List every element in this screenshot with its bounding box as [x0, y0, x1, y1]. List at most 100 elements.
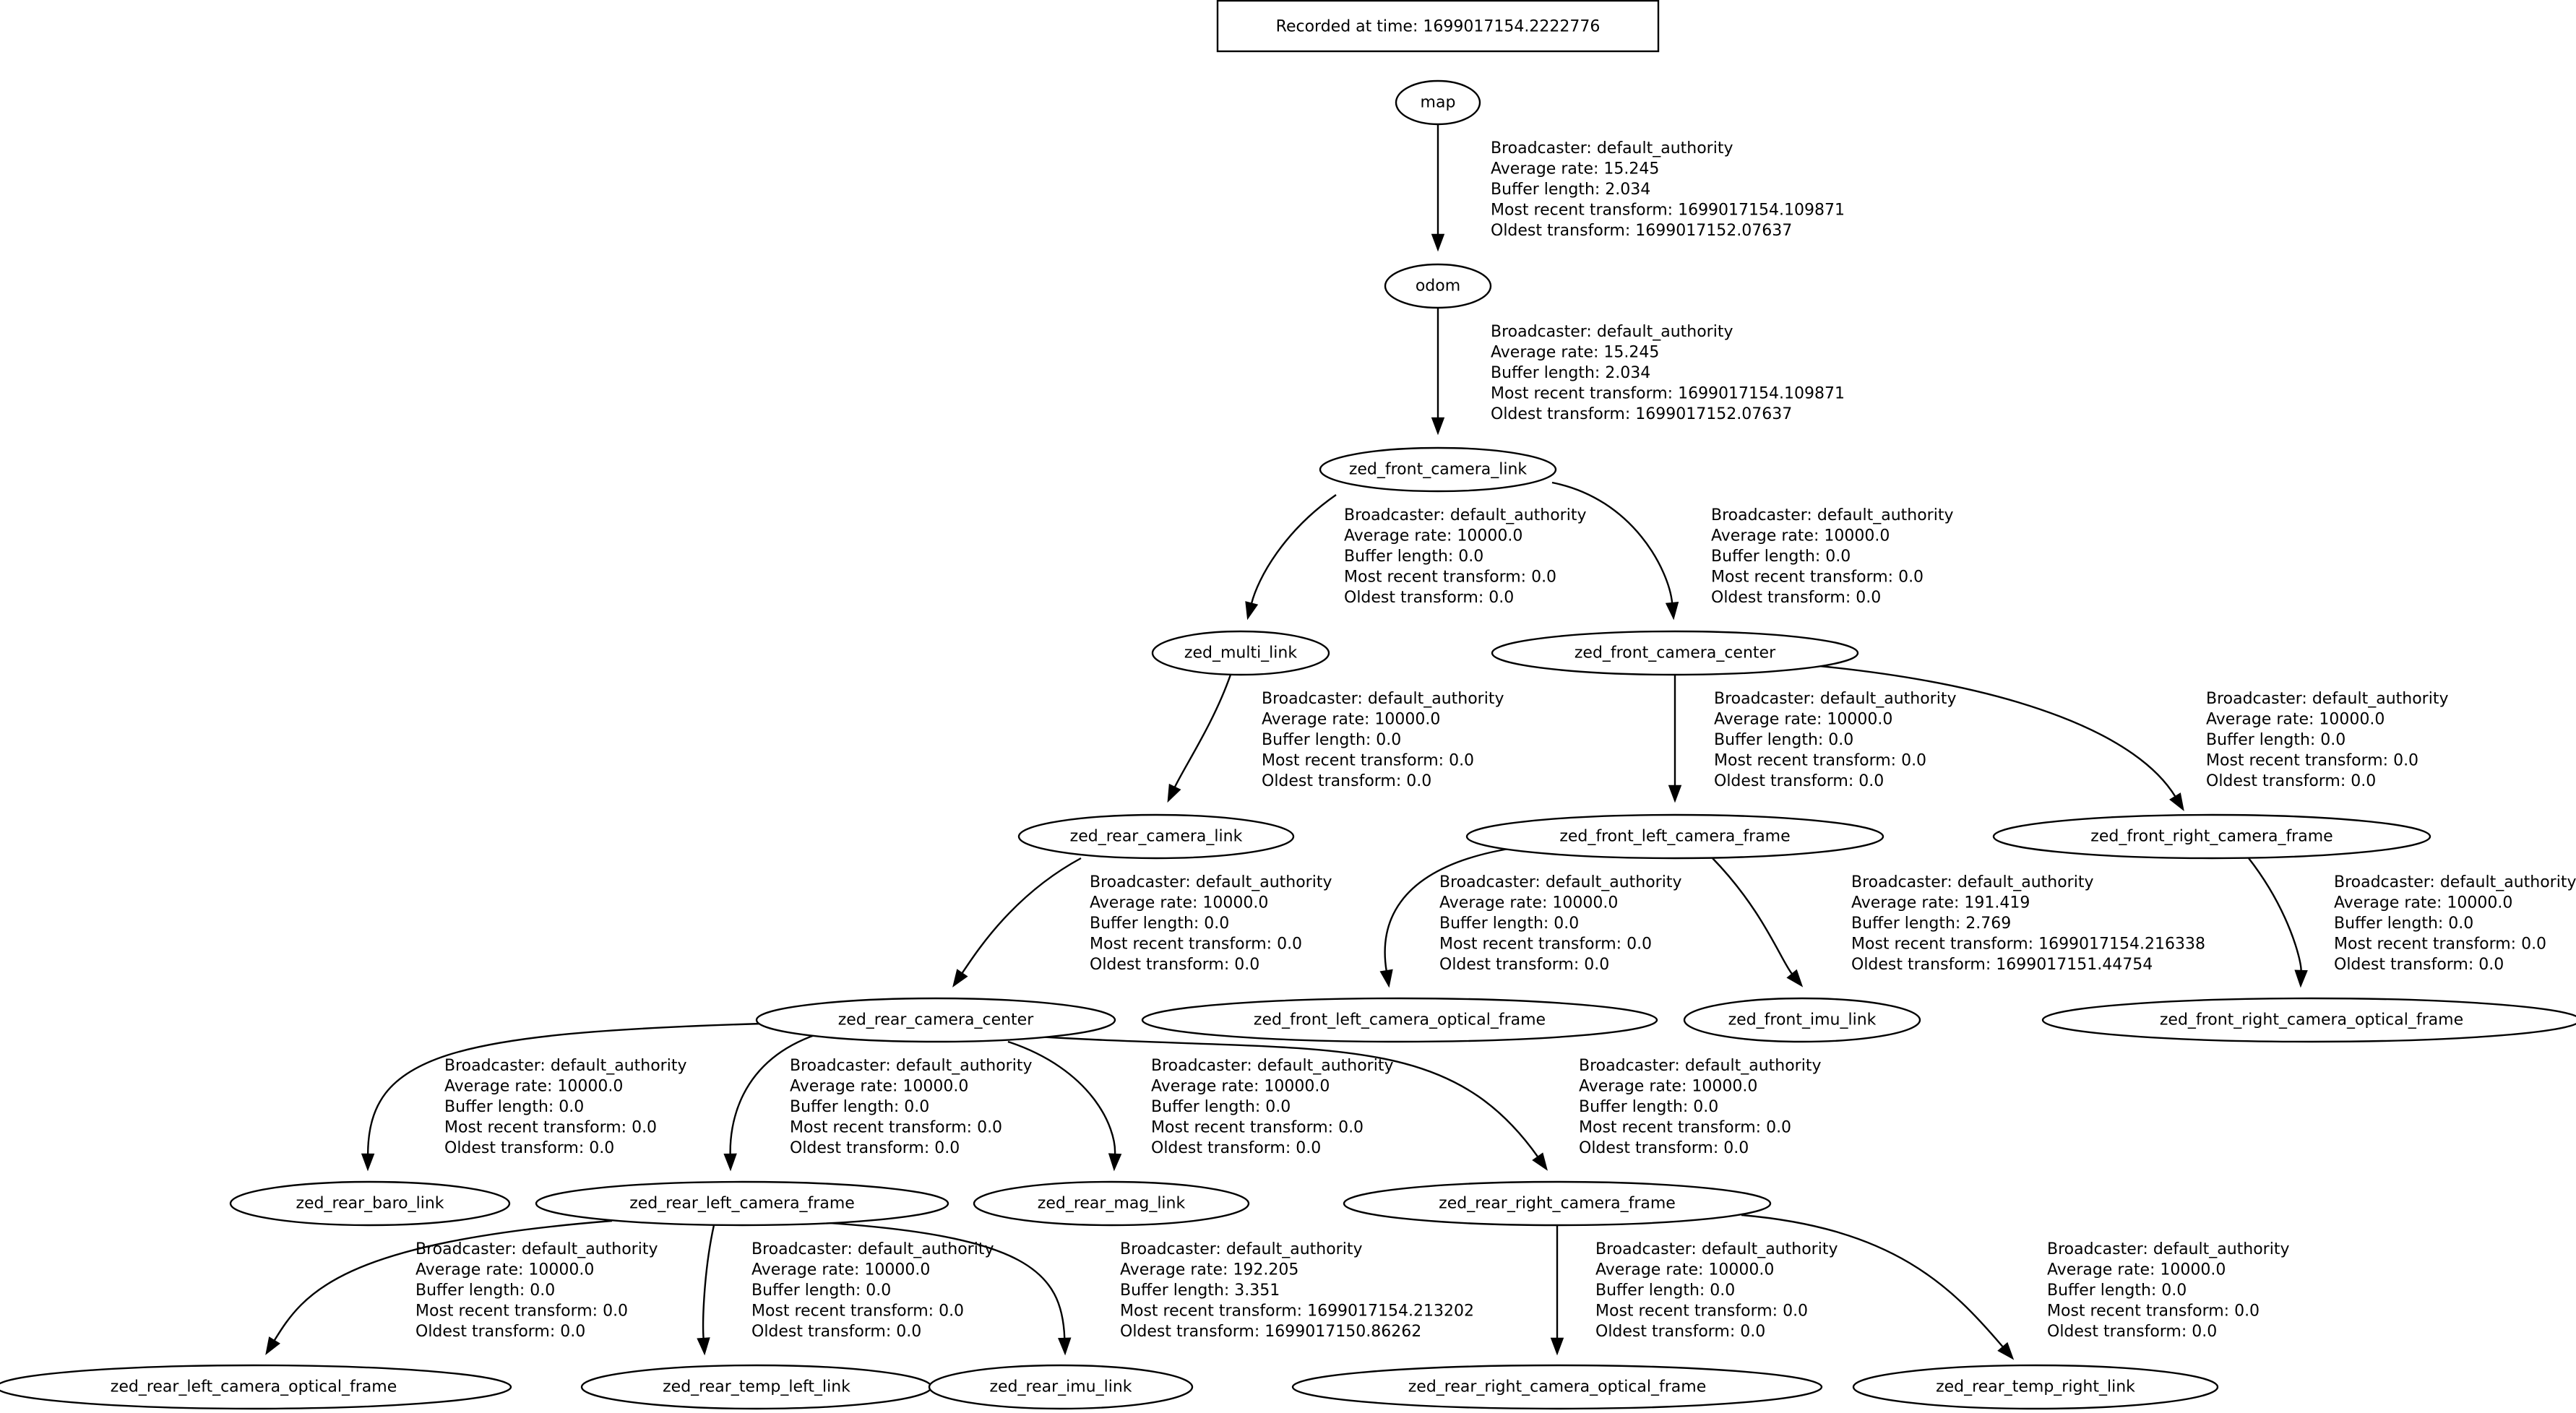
node-zed_front_right_camera_frame: zed_front_right_camera_frame — [1992, 813, 2431, 860]
arrowhead — [697, 1337, 710, 1356]
edge-line — [961, 857, 1082, 975]
arrowhead — [1245, 601, 1259, 621]
edge-label-line: Average rate: 10000.0 — [2047, 1261, 2226, 1279]
edge-label-line: Broadcaster: default_authority — [1090, 873, 1332, 891]
edge-label-line: Broadcaster: default_authority — [2334, 873, 2576, 891]
node-zed_front_imu_link: zed_front_imu_link — [1683, 997, 1921, 1043]
edge-label-line: Buffer length: 0.0 — [444, 1098, 584, 1116]
node-zed_front_camera_link: zed_front_camera_link — [1319, 446, 1557, 493]
edge-line — [1741, 1214, 2004, 1348]
arrowhead — [1786, 969, 1804, 988]
node-ellipse — [973, 1180, 1250, 1227]
node-ellipse — [1343, 1180, 1772, 1227]
edge-line — [729, 1033, 817, 1155]
node-label: zed_rear_temp_right_link — [1936, 1378, 2135, 1396]
node-label: zed_rear_imu_link — [989, 1378, 1132, 1396]
node-zed_rear_right_camera_frame: zed_rear_right_camera_frame — [1343, 1180, 1772, 1227]
edge-label-line: Broadcaster: default_authority — [2047, 1240, 2290, 1258]
edge-label-line: Most recent transform: 1699017154.216338 — [1851, 935, 2205, 954]
node-zed_rear_mag_link: zed_rear_mag_link — [973, 1180, 1250, 1227]
node-label: zed_rear_temp_left_link — [663, 1378, 850, 1396]
node-zed_front_left_camera_optical_frame: zed_front_left_camera_optical_frame — [1141, 997, 1658, 1043]
edge-label-line: Broadcaster: default_authority — [1491, 139, 1733, 157]
node-label: zed_rear_camera_center — [838, 1011, 1034, 1029]
edge-label-line: Broadcaster: default_authority — [2206, 690, 2449, 708]
edge-label-line: Average rate: 192.205 — [1120, 1261, 1298, 1279]
arrowhead — [723, 1153, 737, 1172]
edge-label-line: Average rate: 10000.0 — [444, 1078, 623, 1096]
node-zed_front_right_camera_optical_frame: zed_front_right_camera_optical_frame — [2041, 997, 2576, 1043]
edge-label-line: Average rate: 10000.0 — [790, 1078, 968, 1096]
node-ellipse — [1291, 1364, 1823, 1410]
node-ellipse — [535, 1180, 949, 1227]
edge-label-line: Buffer length: 0.0 — [2206, 731, 2345, 749]
edge-label-line: Broadcaster: default_authority — [1579, 1057, 1822, 1075]
edge-label-line: Average rate: 191.419 — [1851, 894, 2030, 912]
edge-label-line: Oldest transform: 0.0 — [415, 1323, 585, 1341]
edge-line — [1250, 494, 1337, 604]
edge-label-line: Most recent transform: 1699017154.109871 — [1491, 385, 1845, 403]
node-ellipse — [1683, 997, 1921, 1043]
arrowhead — [952, 969, 968, 988]
node-ellipse — [2041, 997, 2576, 1043]
edge-label-line: Most recent transform: 0.0 — [2334, 935, 2546, 954]
edge-label-line: Most recent transform: 1699017154.109871 — [1491, 202, 1845, 220]
edge-label-line: Buffer length: 0.0 — [2047, 1282, 2187, 1300]
node-zed_rear_left_camera_frame: zed_rear_left_camera_frame — [535, 1180, 949, 1227]
header-box — [1216, 0, 1660, 53]
edge-label-line: Average rate: 10000.0 — [1151, 1078, 1330, 1096]
edge-label-line: Most recent transform: 0.0 — [1714, 752, 1926, 770]
arrowhead — [2169, 792, 2184, 811]
arrowhead — [1431, 233, 1445, 252]
edge-label-line: Broadcaster: default_authority — [751, 1240, 994, 1258]
node-zed_front_left_camera_frame: zed_front_left_camera_frame — [1465, 813, 1884, 860]
node-label: zed_front_right_camera_optical_frame — [2160, 1011, 2463, 1029]
edge-label-line: Oldest transform: 0.0 — [1595, 1323, 1765, 1341]
edge-label-line: Most recent transform: 0.0 — [1262, 752, 1474, 770]
edge-label-line: Buffer length: 2.769 — [1851, 915, 2011, 933]
node-zed_front_camera_center: zed_front_camera_center — [1491, 630, 1859, 676]
node-label: zed_front_imu_link — [1728, 1011, 1877, 1029]
edge-label-line: Broadcaster: default_authority — [1151, 1057, 1394, 1075]
arrowhead — [1379, 969, 1393, 988]
node-label: zed_front_right_camera_frame — [2090, 828, 2332, 846]
edge-label-line: Oldest transform: 0.0 — [1262, 772, 1431, 790]
node-label: zed_rear_left_camera_optical_frame — [111, 1378, 397, 1396]
edge-label-line: Oldest transform: 0.0 — [2047, 1323, 2217, 1341]
edge-line — [1173, 674, 1232, 788]
edge-line — [273, 1219, 613, 1341]
edge-label-line: Broadcaster: default_authority — [1595, 1240, 1838, 1258]
edge-label-line: Buffer length: 0.0 — [1344, 548, 1483, 566]
edge-label-line: Oldest transform: 1699017151.44754 — [1851, 956, 2153, 974]
edge-label-line: Buffer length: 0.0 — [1151, 1098, 1291, 1116]
edge-label-line: Oldest transform: 0.0 — [1714, 772, 1884, 790]
edge-label-line: Average rate: 10000.0 — [1090, 894, 1268, 912]
edge-label-line: Oldest transform: 0.0 — [1439, 956, 1609, 974]
edge-label-line: Broadcaster: default_authority — [1262, 690, 1504, 708]
arrowhead — [1058, 1337, 1072, 1356]
edge-label-line: Most recent transform: 0.0 — [2206, 752, 2418, 770]
edge-label-line: Average rate: 10000.0 — [751, 1261, 930, 1279]
edge-label-line: Oldest transform: 1699017152.07637 — [1491, 222, 1792, 240]
edge-label-line: Buffer length: 0.0 — [751, 1282, 891, 1300]
node-label: zed_rear_right_camera_frame — [1439, 1195, 1676, 1213]
node-ellipse — [755, 997, 1116, 1043]
edge-line — [1384, 846, 1518, 972]
edge-line — [1025, 1034, 1539, 1158]
edge-label-line: Oldest transform: 0.0 — [1151, 1139, 1321, 1157]
edge-label-line: Average rate: 10000.0 — [1714, 711, 1892, 729]
header: Recorded at time: 1699017154.2222776 — [1216, 0, 1660, 53]
edge-label-line: Broadcaster: default_authority — [790, 1057, 1033, 1075]
edge-label-line: Oldest transform: 0.0 — [790, 1139, 960, 1157]
